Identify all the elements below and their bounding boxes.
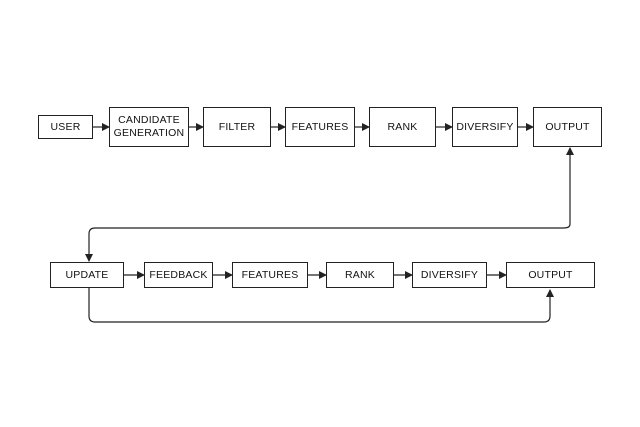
filter-node: FILTER [203,107,271,147]
arrow-update-to-output-bottom [88,288,554,323]
arrow-output-to-update [85,223,571,262]
rank-node-2: RANK [326,262,394,288]
user-node: USER [38,115,93,139]
filter-node-label: FILTER [218,120,256,133]
candidate-generation-label-line2: GENERATION [113,127,185,139]
diversify-node-label: DIVERSIFY [456,120,514,133]
rank-node-label: RANK [387,120,418,133]
output-node-2-label: OUTPUT [528,268,573,281]
diversify-node: DIVERSIFY [452,107,518,147]
features-node: FEATURES [285,107,355,147]
update-node-label: UPDATE [65,268,109,281]
candidate-generation-node: CANDIDATE GENERATION [109,107,189,147]
update-node: UPDATE [50,262,124,288]
diversify-node-2: DIVERSIFY [412,262,487,288]
output-node: OUTPUT [533,107,602,147]
features-node-2: FEATURES [232,262,308,288]
output-node-2: OUTPUT [506,262,595,288]
feedback-node: FEEDBACK [144,262,213,288]
user-node-label: USER [50,120,81,133]
feedback-node-label: FEEDBACK [149,268,208,281]
features-node-label: FEATURES [291,120,349,133]
candidate-generation-label-line1: CANDIDATE [118,114,180,126]
output-node-label: OUTPUT [545,120,590,133]
rank-node-2-label: RANK [345,268,375,281]
features-node-2-label: FEATURES [241,268,299,281]
diversify-node-2-label: DIVERSIFY [420,268,479,281]
rank-node: RANK [369,107,436,147]
